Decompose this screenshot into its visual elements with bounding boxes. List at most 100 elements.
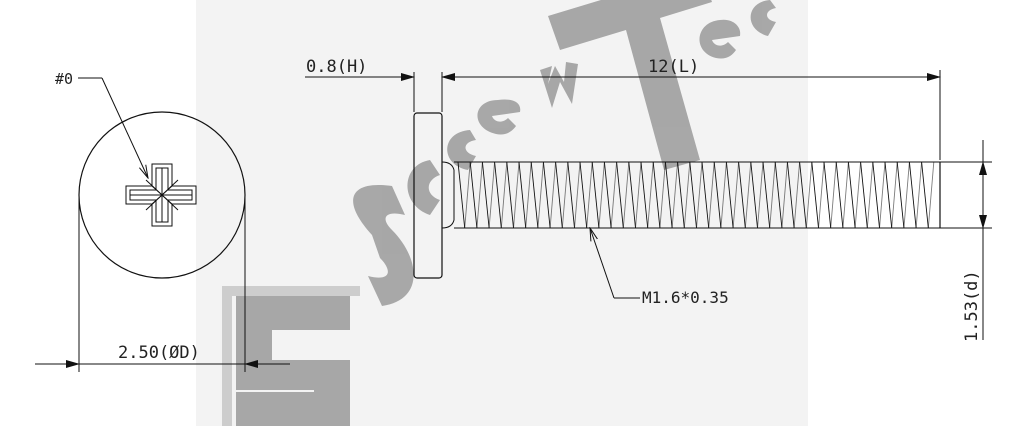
thread-line [884,161,893,229]
phillips-recess-icon [125,163,197,227]
thread-line [793,161,801,229]
thread-line [732,161,740,229]
thread-line [518,161,527,229]
thread-line [677,161,685,229]
watermark-band [196,0,808,426]
recess-leader-arrow [101,77,148,178]
thread-line [603,161,612,229]
thread-line [927,161,935,229]
thread-line [921,161,929,229]
thread-line [542,161,551,229]
thread-line [664,161,673,229]
thread-line [786,161,795,229]
thread-line [860,161,868,229]
thread-line [610,161,618,229]
thread-line [616,161,624,229]
thread-line [549,161,557,229]
thread-line [725,161,734,229]
thread-line [635,161,642,229]
thread-line [762,161,771,229]
length-dimension [442,70,941,160]
thread-line [494,161,502,229]
thread-line [805,161,813,229]
thread-line [818,161,825,229]
thread-line [781,161,788,229]
thread-line [708,161,715,229]
thread-line [464,161,471,229]
thread-line [525,161,532,229]
thread-line [689,161,697,229]
thread-callout [590,228,640,299]
thread-line [683,161,691,229]
thread-line [586,161,593,229]
thread-diameter-label: 1.53(d) [962,270,982,342]
watermark-logo-icon [222,286,360,426]
thread-line [879,161,886,229]
thread-line [847,161,856,229]
thread-line [500,161,508,229]
thread-line [488,161,496,229]
thread-line [738,161,746,229]
thread-line [530,161,539,229]
thread-line [647,161,654,229]
head-front-view: #0 [55,70,246,279]
thread-diameter-dimension [940,140,992,340]
thread-leader-line [590,228,615,299]
thread-line [774,161,783,229]
thread-line [628,161,636,229]
screw-side-view [413,112,941,279]
thread-line [671,161,679,229]
length-label: 12(L) [648,57,699,77]
thread-line [769,161,776,229]
thread-line [854,161,862,229]
thread-line [823,161,832,229]
thread-line [513,161,520,229]
thread-line [622,161,630,229]
thread-line [696,161,703,229]
thread-line [537,161,544,229]
thread-line [891,161,898,229]
thread-line [481,161,490,229]
diameter-dimension [35,195,290,372]
thread-line [469,161,478,229]
thread-line [640,161,649,229]
thread-line [720,161,727,229]
thread-line [750,161,758,229]
watermark-text [353,0,776,306]
thread-line [652,161,661,229]
thread-line [555,161,563,229]
thread-line [561,161,569,229]
diameter-label: 2.50(ØD) [118,343,200,363]
thread-line [896,161,905,229]
thread-line [574,161,581,229]
thread-line [579,161,588,229]
thread-line [457,161,466,229]
thread-line [659,161,666,229]
thread-line [830,161,837,229]
height-label: 0.8(H) [306,57,367,77]
screw-head-side [413,112,443,279]
thread-line [915,161,923,229]
watermark [196,0,808,426]
thread-line [872,161,880,229]
thread-line [713,161,722,229]
thread-line [476,161,483,229]
thread-line [811,161,819,229]
thread-line [744,161,752,229]
thread-line [598,161,605,229]
thread-line [842,161,849,229]
thread-line [866,161,874,229]
thread-line [903,161,910,229]
thread-lines [457,161,935,229]
thread-line [835,161,844,229]
thread-spec-label: M1.6*0.35 [642,288,729,307]
thread-line [701,161,710,229]
thread-line [506,161,514,229]
thread-line [567,161,575,229]
thread-line [908,161,917,229]
thread-line [591,161,600,229]
head-recess-label: #0 [55,70,73,88]
thread-line [757,161,764,229]
screw-neck [441,161,455,229]
